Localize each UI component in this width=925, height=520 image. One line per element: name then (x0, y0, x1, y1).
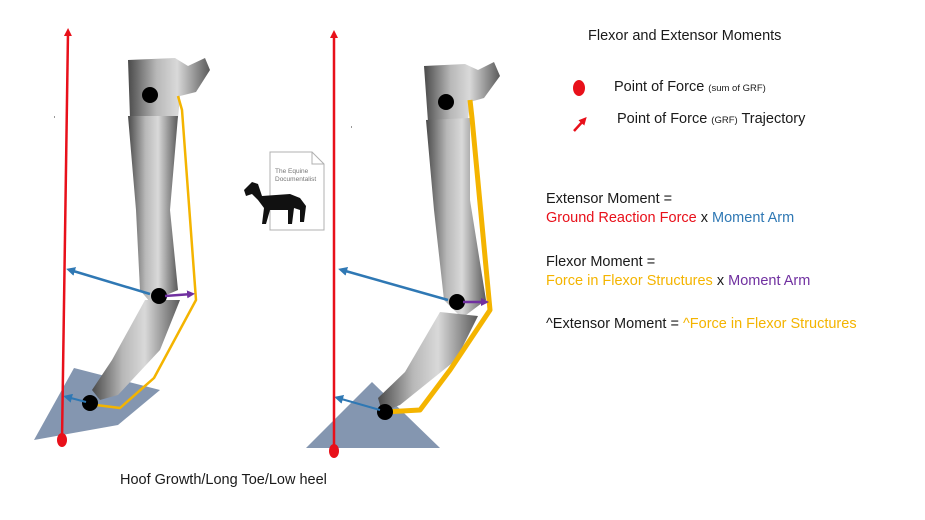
right-coffin-joint (377, 404, 393, 420)
logo-line-1: The Equine (275, 168, 309, 175)
left-coffin-joint (82, 395, 98, 411)
left-extensor-moment-arm (66, 267, 151, 296)
legend-point-of-force: Point of Force (sum of GRF) (614, 79, 766, 95)
left-extensor-moment-arm-hoof (63, 393, 87, 403)
extensor-moment-arm-term: Moment Arm (712, 210, 795, 226)
extensor-equation-rhs: Ground Reaction Force x Moment Arm (546, 210, 794, 226)
left-carpal-joint (142, 87, 158, 103)
right-extensor-moment-arm (338, 267, 449, 302)
relation-lhs: ^Extensor Moment = (546, 316, 683, 332)
right-pastern-bone (378, 312, 478, 412)
left-fetlock-joint (151, 288, 167, 304)
flexor-equation-rhs: Force in Flexor Structures x Moment Arm (546, 273, 810, 289)
right-carpal-joint (438, 94, 454, 110)
right-carpal-bones (424, 62, 500, 122)
flexor-structures-term: Force in Flexor Structures (546, 273, 713, 289)
left-point-of-force (57, 433, 67, 447)
legend-trajectory: Point of Force (GRF) Trajectory (617, 111, 805, 127)
legend-point-of-force-icon (573, 80, 585, 96)
left-limb (34, 28, 210, 447)
left-pastern-bone (92, 300, 180, 400)
speck (351, 126, 352, 128)
extensor-operator: x (700, 210, 708, 226)
extensor-equation-lhs: Extensor Moment = (546, 191, 673, 207)
right-extensor-moment-arm-hoof (334, 395, 381, 411)
right-point-of-force (329, 444, 339, 458)
horse-icon (244, 182, 306, 224)
flexor-operator: x (716, 273, 725, 289)
left-flexor-moment-arm (164, 290, 195, 299)
legend-trajectory-note: (GRF) (711, 115, 738, 126)
equine-documentalist-logo (244, 151, 325, 231)
logo-line-2: Documentalist (275, 176, 317, 183)
right-flexor-structures (383, 99, 493, 415)
right-cannon-bone (426, 118, 486, 318)
ground-reaction-force-term: Ground Reaction Force (546, 210, 697, 226)
left-cannon-bone (128, 116, 178, 302)
flexor-equation-lhs: Flexor Moment = (546, 254, 656, 270)
logo-text: The Equine Documentalist (275, 168, 316, 184)
left-flexor-structures (87, 95, 198, 410)
legend-point-of-force-note: (sum of GRF) (708, 83, 766, 94)
left-carpal-bones (128, 58, 210, 118)
right-limb (306, 30, 500, 458)
legend-trajectory-suffix: Trajectory (741, 111, 806, 127)
speck (54, 116, 55, 118)
right-hoof (306, 382, 440, 448)
legend-trajectory-icon (573, 117, 587, 132)
legend-point-of-force-label: Point of Force (614, 79, 705, 95)
right-fetlock-joint (449, 294, 465, 310)
relation-equation: ^Extensor Moment = ^Force in Flexor Stru… (546, 316, 857, 332)
diagram-title: Flexor and Extensor Moments (588, 28, 782, 44)
diagram-caption: Hoof Growth/Long Toe/Low heel (120, 472, 327, 488)
flexor-moment-arm-term: Moment Arm (728, 273, 811, 289)
legend-trajectory-prefix: Point of Force (617, 111, 708, 127)
left-grf-trajectory (60, 28, 72, 441)
relation-rhs: ^Force in Flexor Structures (682, 316, 857, 332)
